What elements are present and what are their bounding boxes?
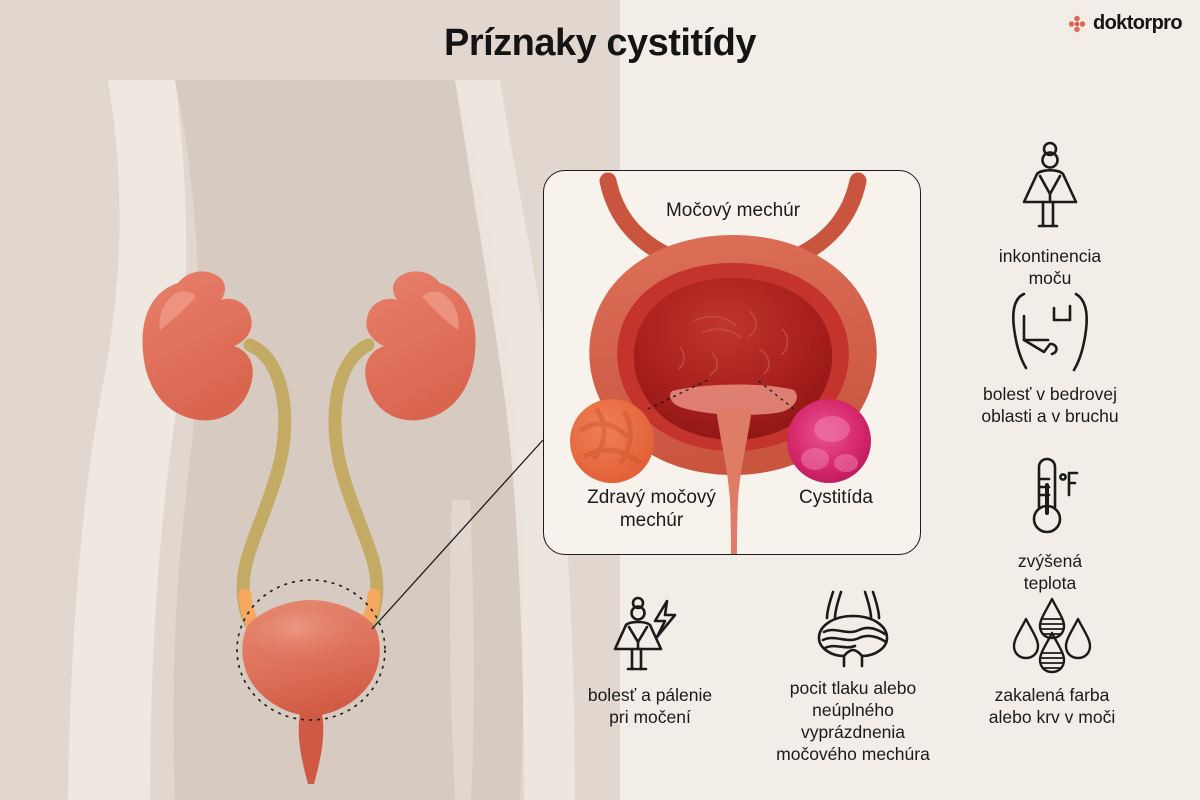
- cystitis-inset: [787, 399, 871, 483]
- healthy-bladder-caption: Zdravý močový mechúr: [587, 487, 716, 532]
- bladder-detail-panel: Močový mechúr Zdravý močový mechúr Cysti…: [543, 170, 921, 555]
- symptom-caption: pocit tlaku alebo neúplného vyprázdnenia…: [776, 678, 930, 765]
- urine-droplets-icon: [1012, 597, 1092, 674]
- symptom-lumbar-pain: bolesť v bedrovej oblasti a v bruchu: [930, 288, 1170, 427]
- torso-back-pain-icon: [1012, 292, 1088, 372]
- kidney-left: [142, 271, 253, 421]
- symptom-caption: zvýšená teplota: [1017, 551, 1083, 594]
- woman-crossed-legs-icon: [1022, 141, 1078, 228]
- symptom-incontinence: inkontinencia moču: [946, 140, 1154, 289]
- panel-bladder-label: Močový mechúr: [665, 200, 801, 221]
- symptom-caption: bolesť a pálenie pri močení: [587, 685, 713, 728]
- cystitis-caption: Cystitída: [799, 487, 873, 508]
- page-title: Príznaky cystitídy: [443, 22, 757, 64]
- symptom-caption: inkontinencia moču: [998, 246, 1102, 289]
- symptom-caption: bolesť v bedrovej oblasti a v bruchu: [981, 384, 1119, 427]
- zoom-highlight-circle: [236, 579, 386, 721]
- symptom-caption: zakalená farba alebo krv v moči: [988, 685, 1116, 728]
- brand-logo[interactable]: doktorpro: [1068, 12, 1183, 35]
- silhouette-highlight: [68, 80, 575, 800]
- symptom-blood-in-urine: zakalená farba alebo krv v moči: [955, 595, 1149, 728]
- kidney-right: [365, 271, 476, 421]
- bladder-outline-icon: [817, 590, 889, 668]
- logo-wordmark: doktorpro: [1092, 12, 1183, 34]
- healthy-bladder-inset: [570, 399, 654, 483]
- symptom-bladder-pressure: pocit tlaku alebo neúplného vyprázdnenia…: [748, 588, 958, 765]
- dot-cluster-icon: [1068, 15, 1086, 32]
- woman-lightning-pain-icon: [613, 596, 677, 671]
- callout-leader-line: [371, 439, 544, 630]
- thermometer-fahrenheit-icon: [1032, 457, 1079, 534]
- symptom-fever: zvýšená teplota: [960, 455, 1140, 594]
- bladder-organ: [242, 600, 380, 784]
- bladder-cross-section: [570, 172, 877, 554]
- symptom-burning-urination: bolesť a pálenie pri močení: [548, 595, 752, 728]
